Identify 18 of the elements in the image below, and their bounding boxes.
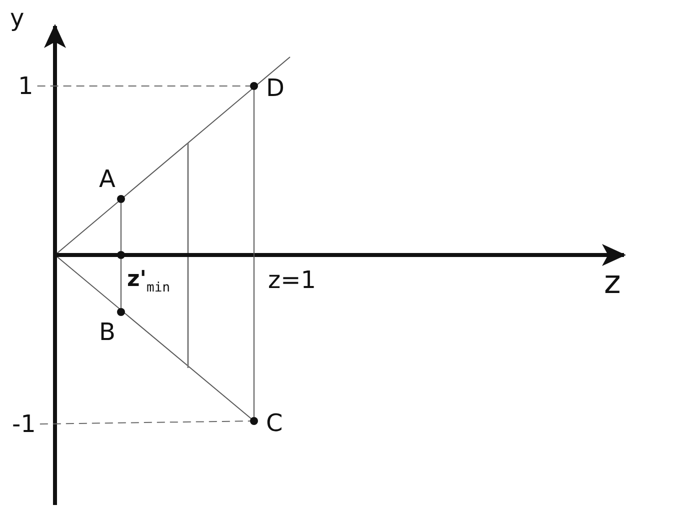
point-marker [117, 251, 125, 259]
axis-label: y [10, 6, 24, 30]
point-label: z'$_{min}$ [127, 269, 170, 294]
connector-line [120, 202, 122, 252]
point-marker [250, 82, 258, 90]
point-marker [117, 308, 125, 316]
axis-label: z=1 [268, 268, 316, 292]
dashed-guide-line [39, 420, 250, 424]
axis-label: z [604, 266, 621, 298]
point-label: C [266, 411, 283, 435]
point-label: B [99, 320, 116, 344]
point-marker [250, 417, 258, 425]
point-label: D [266, 76, 284, 100]
tick-label: 1 [18, 74, 34, 98]
point-marker [117, 195, 125, 203]
point-label: A [99, 167, 116, 191]
tick-label: -1 [12, 412, 36, 436]
connector-line [120, 258, 122, 308]
